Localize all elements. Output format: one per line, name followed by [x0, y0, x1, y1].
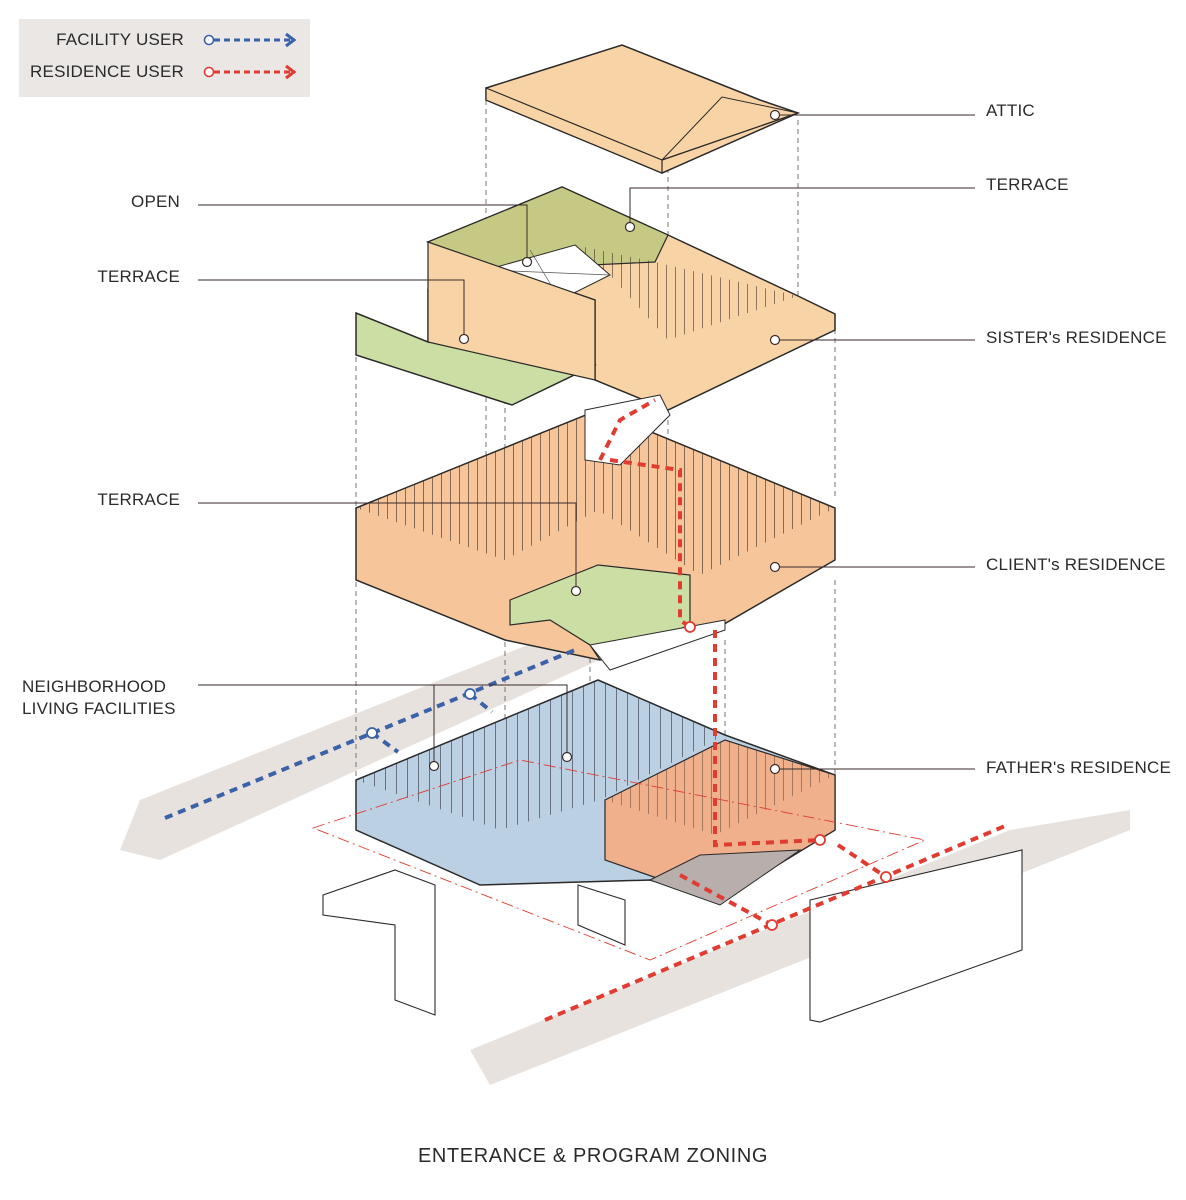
label-clients-residence: CLIENT's RESIDENCE	[986, 555, 1166, 574]
street-shadow-upper	[120, 600, 665, 860]
base-walls	[322, 849, 1023, 1023]
residence-node-3	[814, 834, 826, 846]
residence-node-2	[880, 871, 892, 883]
legend: FACILITY USER RESIDENCE USER	[19, 19, 310, 97]
residence-node-1	[766, 919, 778, 931]
residence-node-4	[684, 621, 696, 633]
facility-node-2	[464, 688, 476, 700]
label-fathers-residence: FATHER's RESIDENCE	[986, 758, 1172, 777]
label-open: OPEN	[131, 192, 180, 211]
legend-facility-user-label: FACILITY USER	[56, 30, 184, 49]
label-sisters-residence: SISTER's RESIDENCE	[986, 328, 1167, 347]
site-boundary	[311, 759, 927, 961]
label-neighborhood-line2: LIVING FACILITIES	[22, 699, 176, 718]
facility-node-1	[366, 727, 378, 739]
label-neighborhood-line1: NEIGHBORHOOD	[22, 677, 167, 696]
label-terrace-left-middle: TERRACE	[97, 490, 180, 509]
diagram-caption: ENTERANCE & PROGRAM ZONING	[417, 1145, 769, 1167]
label-terrace-top: TERRACE	[986, 175, 1069, 194]
leader-lines	[198, 114, 975, 770]
label-terrace-left-upper: TERRACE	[97, 267, 180, 286]
legend-residence-user-label: RESIDENCE USER	[30, 62, 184, 81]
residence-user-path	[544, 398, 1006, 1022]
sister-residence-block	[355, 186, 836, 411]
attic-block	[485, 44, 801, 174]
label-attic: ATTIC	[986, 101, 1035, 120]
client-residence-block	[355, 394, 836, 671]
residence-path-icon	[203, 64, 297, 80]
legend-path-icons	[203, 32, 297, 80]
facility-path-icon	[203, 32, 297, 48]
leader-markers	[428, 109, 781, 775]
